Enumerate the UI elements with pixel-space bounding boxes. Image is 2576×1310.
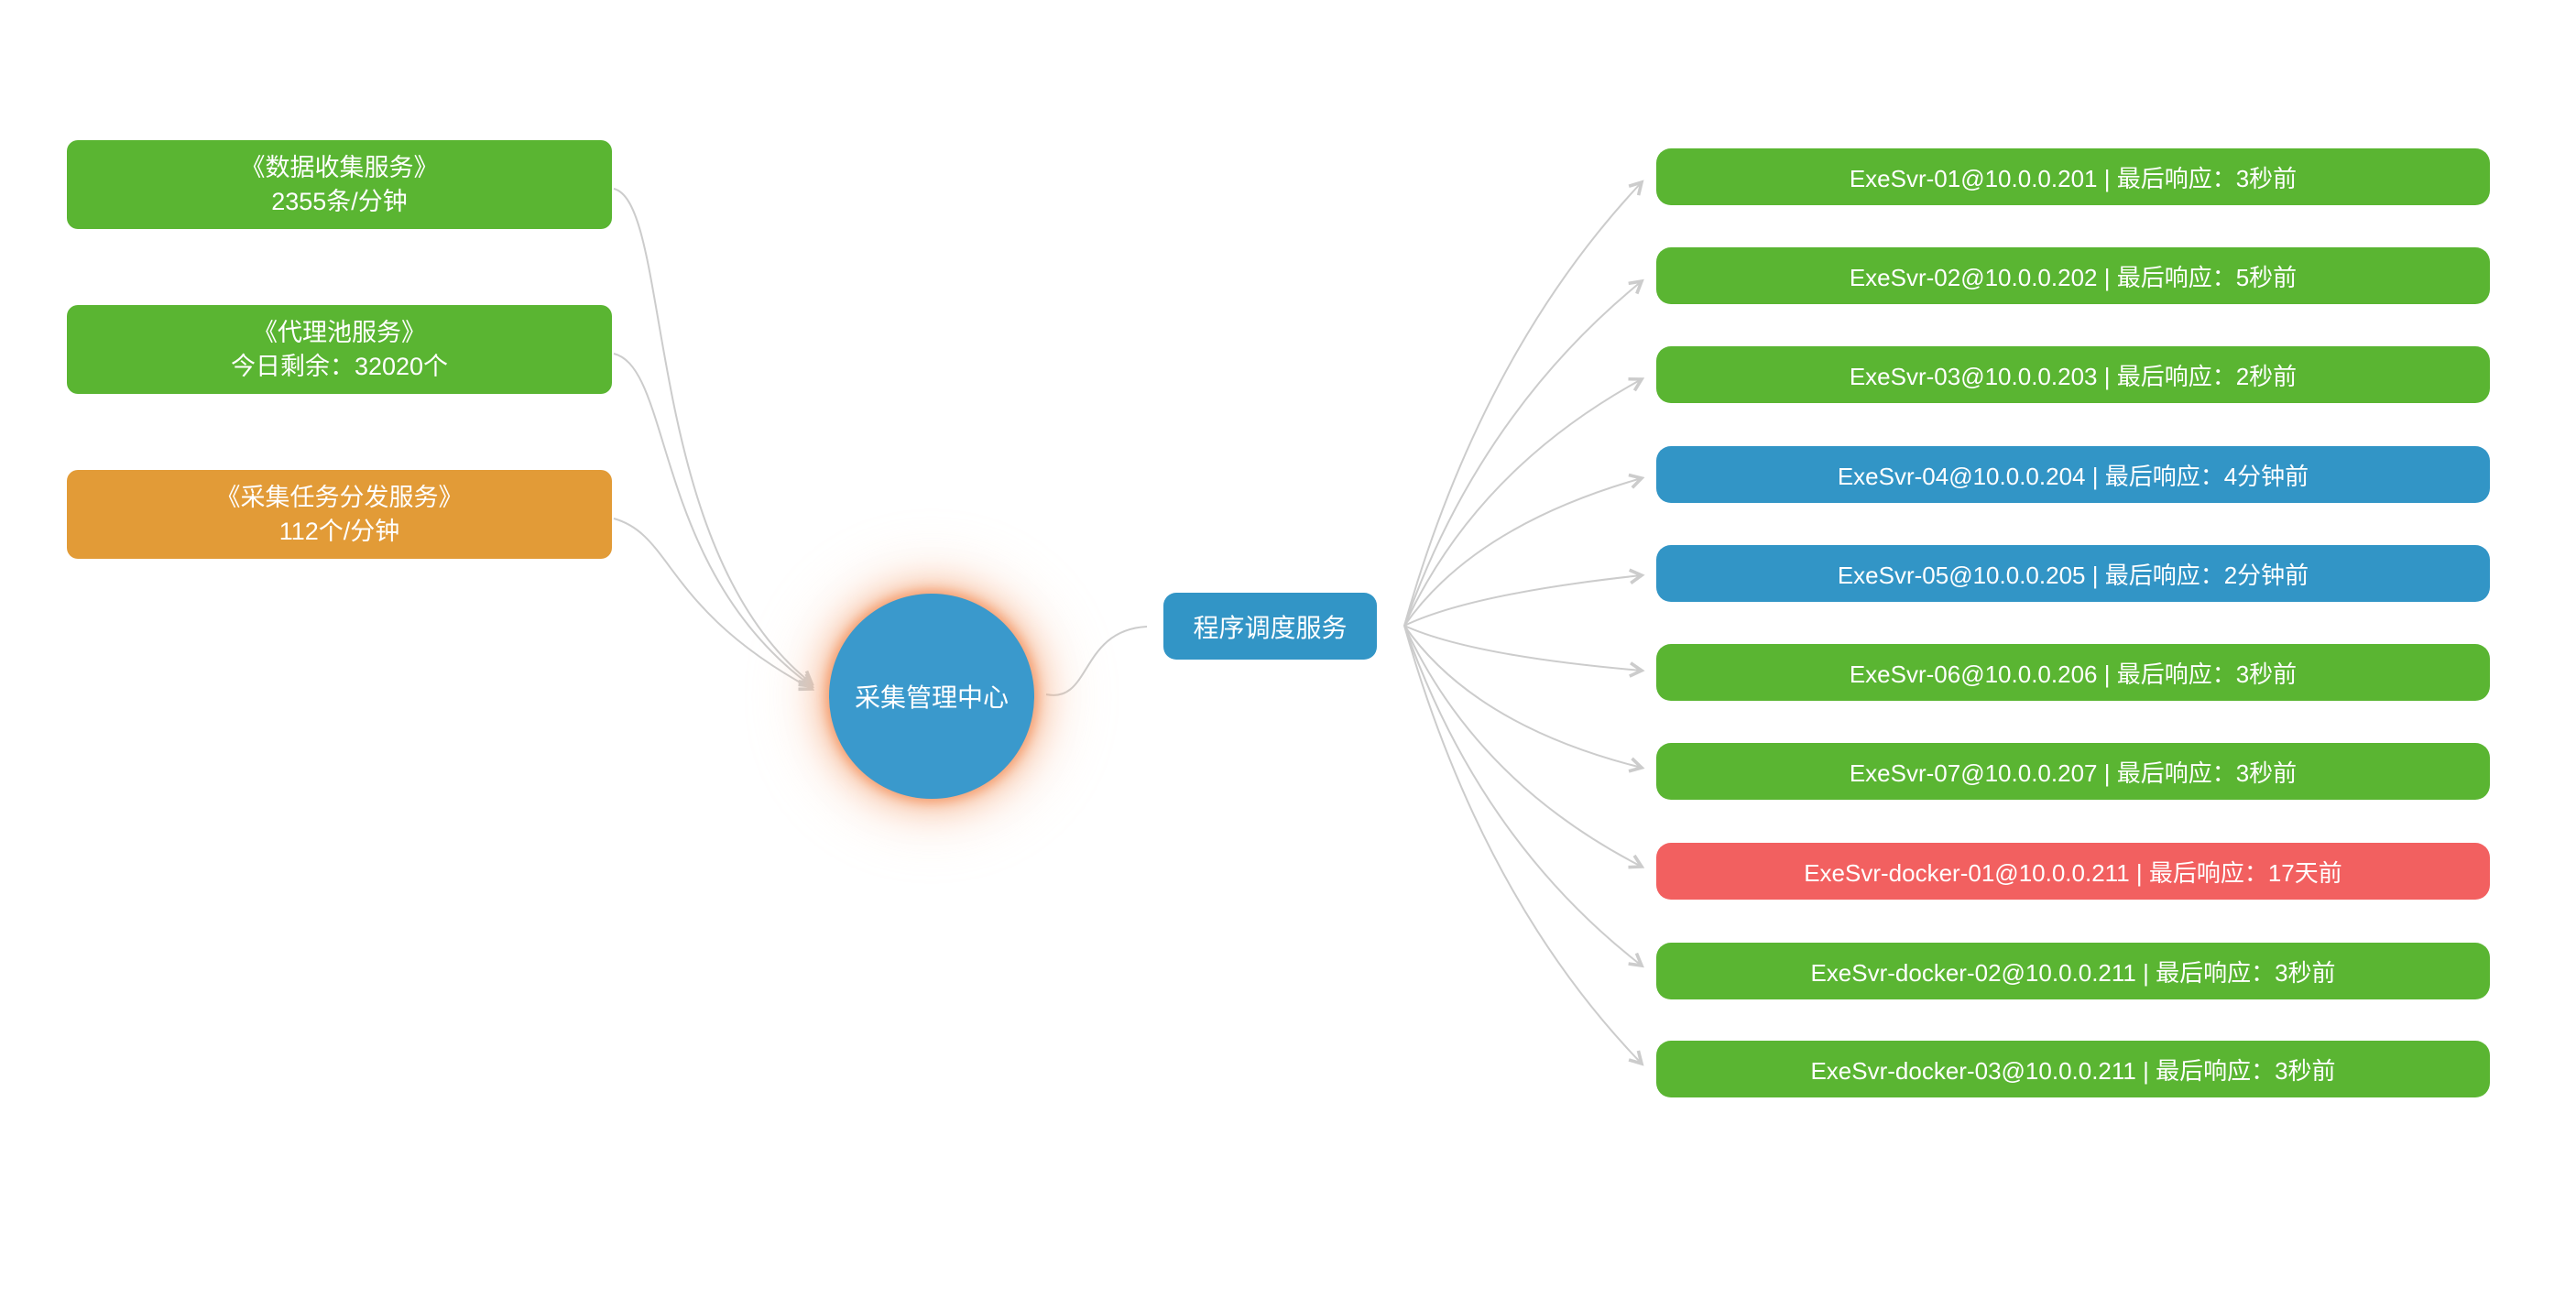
server-node-exesvr-04[interactable]: ExeSvr-04@10.0.0.204 | 最后响应：4分钟前 <box>1656 446 2490 503</box>
server-label: ExeSvr-04@10.0.0.204 | 最后响应：4分钟前 <box>1837 462 2309 490</box>
server-label: ExeSvr-05@10.0.0.205 | 最后响应：2分钟前 <box>1837 561 2309 589</box>
edge-scheduler-to-server-10 <box>1403 625 1642 1064</box>
service-node-proxy-pool[interactable]: 《代理池服务》 今日剩余：32020个 <box>67 305 612 394</box>
service-node-data-collect[interactable]: 《数据收集服务》 2355条/分钟 <box>67 140 612 229</box>
server-node-exesvr-02[interactable]: ExeSvr-02@10.0.0.202 | 最后响应：5秒前 <box>1656 247 2490 304</box>
edge-scheduler-to-server-4 <box>1403 478 1642 627</box>
server-label: ExeSvr-docker-02@10.0.0.211 | 最后响应：3秒前 <box>1810 958 2336 987</box>
server-label: ExeSvr-07@10.0.0.207 | 最后响应：3秒前 <box>1849 759 2298 787</box>
service-title: 《数据收集服务》 <box>240 153 439 181</box>
hub-label: 采集管理中心 <box>854 683 1009 712</box>
edge-scheduler-to-server-6 <box>1403 625 1642 671</box>
server-node-exesvr-03[interactable]: ExeSvr-03@10.0.0.203 | 最后响应：2秒前 <box>1656 346 2490 403</box>
server-node-exesvr-docker-02[interactable]: ExeSvr-docker-02@10.0.0.211 | 最后响应：3秒前 <box>1656 943 2490 999</box>
edge-scheduler-to-server-9 <box>1403 625 1642 966</box>
server-label: ExeSvr-docker-01@10.0.0.211 | 最后响应：17天前 <box>1804 858 2342 887</box>
edge-datacollect-to-hub <box>613 188 812 683</box>
edge-scheduler-to-server-5 <box>1403 575 1642 627</box>
edge-hub-to-scheduler <box>1045 626 1148 696</box>
edge-proxypool-to-hub <box>613 353 812 686</box>
server-label: ExeSvr-02@10.0.0.202 | 最后响应：5秒前 <box>1849 263 2298 291</box>
service-metric: 2355条/分钟 <box>271 187 408 215</box>
scheduler-label: 程序调度服务 <box>1193 613 1348 642</box>
edge-scheduler-to-server-3 <box>1403 379 1642 627</box>
server-label: ExeSvr-03@10.0.0.203 | 最后响应：2秒前 <box>1849 362 2298 390</box>
server-node-exesvr-docker-03[interactable]: ExeSvr-docker-03@10.0.0.211 | 最后响应：3秒前 <box>1656 1041 2490 1097</box>
server-label: ExeSvr-06@10.0.0.206 | 最后响应：3秒前 <box>1849 660 2298 688</box>
service-title: 《代理池服务》 <box>253 318 426 346</box>
server-node-exesvr-01[interactable]: ExeSvr-01@10.0.0.201 | 最后响应：3秒前 <box>1656 148 2490 205</box>
edge-scheduler-to-server-1 <box>1403 182 1642 627</box>
hub-node-collection-center[interactable]: 采集管理中心 <box>829 594 1034 799</box>
service-metric: 112个/分钟 <box>278 517 400 545</box>
server-label: ExeSvr-docker-03@10.0.0.211 | 最后响应：3秒前 <box>1810 1056 2336 1085</box>
edge-scheduler-to-server-8 <box>1403 625 1642 867</box>
service-node-task-dispatch[interactable]: 《采集任务分发服务》 112个/分钟 <box>67 470 612 559</box>
edge-scheduler-to-server-7 <box>1403 625 1642 768</box>
edge-scheduler-to-server-2 <box>1403 281 1642 627</box>
service-title: 《采集任务分发服务》 <box>215 483 464 511</box>
server-node-exesvr-05[interactable]: ExeSvr-05@10.0.0.205 | 最后响应：2分钟前 <box>1656 545 2490 602</box>
server-node-exesvr-06[interactable]: ExeSvr-06@10.0.0.206 | 最后响应：3秒前 <box>1656 644 2490 701</box>
service-metric: 今日剩余：32020个 <box>230 352 449 380</box>
server-node-exesvr-07[interactable]: ExeSvr-07@10.0.0.207 | 最后响应：3秒前 <box>1656 743 2490 800</box>
edge-taskdispatch-to-hub <box>613 518 812 689</box>
server-node-exesvr-docker-01[interactable]: ExeSvr-docker-01@10.0.0.211 | 最后响应：17天前 <box>1656 843 2490 900</box>
scheduler-node[interactable]: 程序调度服务 <box>1163 593 1377 660</box>
server-label: ExeSvr-01@10.0.0.201 | 最后响应：3秒前 <box>1849 164 2298 192</box>
